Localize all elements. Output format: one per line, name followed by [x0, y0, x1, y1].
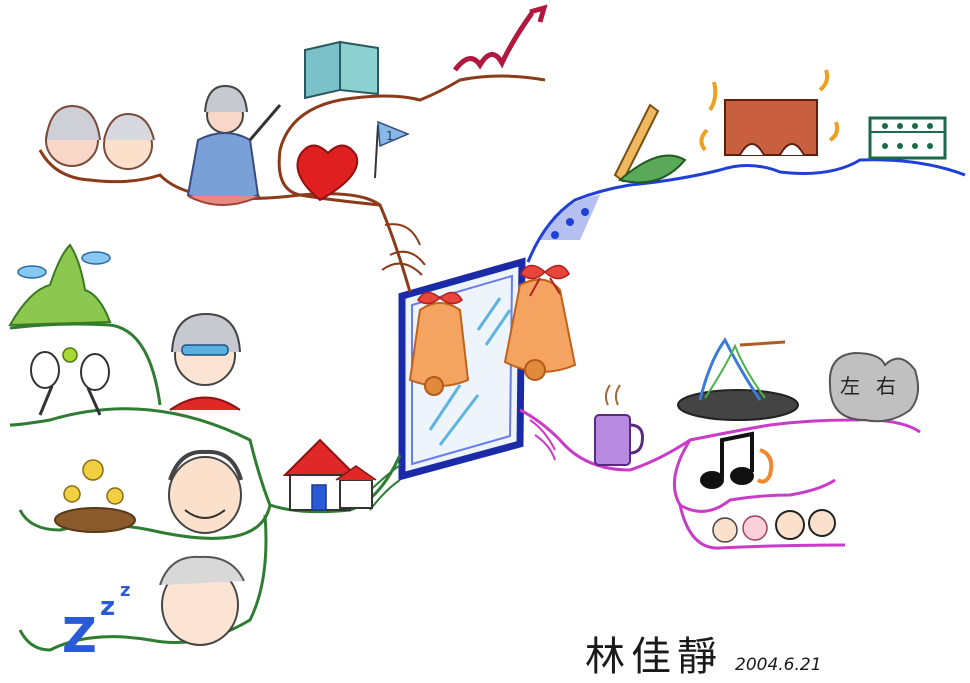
birds-nest-icon [54, 459, 136, 533]
children-faces-icon [712, 509, 836, 543]
tennis-rackets-icon [30, 347, 110, 416]
sleep-zzz-icon: Z z z [62, 580, 130, 664]
flag-number: 1 [386, 129, 394, 143]
brain-icon: 左 右 [828, 351, 920, 423]
music-note-icon [700, 431, 774, 489]
branch-bottom-right [519, 408, 921, 550]
sleep-z-medium: z [100, 592, 115, 622]
teacher-icon [186, 84, 282, 206]
smiling-boy-icon [168, 449, 243, 534]
house-icon [282, 438, 377, 511]
heart-flag-icon: 1 [296, 120, 410, 202]
branch-top-right [526, 158, 966, 263]
sleeping-grandpa-icon [159, 555, 245, 646]
noodles-bowl-icon [677, 337, 799, 421]
abacus-icon [868, 116, 947, 160]
signature-date: 2004.6.21 [735, 655, 822, 675]
grandmother-portrait-icon [169, 312, 241, 411]
pencil-leaf-icon [613, 103, 687, 184]
book-icon [304, 40, 379, 100]
brain-left-label: 左 [840, 374, 860, 398]
growth-arrow-icon [453, 4, 548, 72]
right-bell [503, 264, 577, 381]
coffee-mug-icon [594, 384, 644, 466]
left-bell [408, 291, 470, 396]
flaming-gate-icon [699, 69, 840, 156]
branch-top-left [38, 74, 546, 293]
artist-signature: 林佳靜 [585, 634, 723, 680]
sleep-z-large: Z [62, 608, 97, 664]
brain-right-label: 右 [876, 374, 896, 398]
grandparents-icon [45, 104, 155, 170]
mountain-icon [8, 243, 112, 327]
sleep-z-small: z [120, 580, 130, 601]
